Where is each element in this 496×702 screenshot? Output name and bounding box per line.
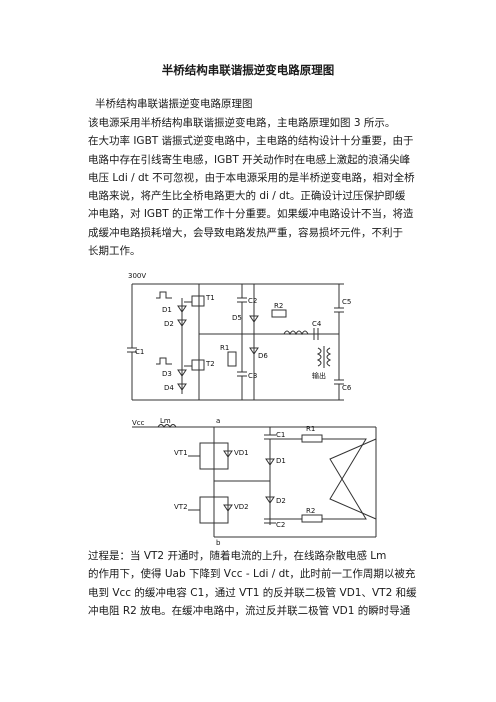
paragraph-line: 长期工作。 xyxy=(88,245,141,258)
figure-label: R1 xyxy=(306,425,315,433)
figure-label: VT1 xyxy=(174,449,188,457)
figure-label: R1 xyxy=(220,344,229,352)
figure-label: b xyxy=(216,539,221,545)
figure-label: 300V xyxy=(128,272,146,280)
figure-label: C6 xyxy=(342,384,352,392)
figure-label: VD2 xyxy=(234,503,249,511)
figure-label: T1 xyxy=(205,294,215,302)
figure-label: D1 xyxy=(162,306,172,314)
paragraph-line: 电压 Ldi / dt 不可忽视，由于本电源采用的是半桥逆变电路，相对全桥 xyxy=(88,171,415,184)
paragraph-line: 电到 Vcc 的缓冲电容 C1，通过 VT1 的反并联二极管 VD1、VT2 和… xyxy=(88,586,417,599)
figure-label: C2 xyxy=(276,521,285,529)
figure-label: C1 xyxy=(276,431,285,439)
figure-label: D3 xyxy=(162,370,172,378)
figure-label: VD1 xyxy=(234,449,249,457)
paragraph-line: 在大功率 IGBT 谐振式逆变电路中，主电路的结构设计十分重要，由于 xyxy=(88,135,414,148)
figure-label: VT2 xyxy=(174,503,188,511)
figure-label: Lm xyxy=(160,417,171,425)
figure-label: R2 xyxy=(306,507,315,515)
figure-label: 输出 xyxy=(312,371,326,380)
figure-label: C4 xyxy=(312,320,322,328)
paragraph-line: 电路中存在引线寄生电感，IGBT 开关动作时在电感上激起的浪涌尖峰 xyxy=(88,153,411,166)
figure-label: D6 xyxy=(258,352,268,360)
figure-label: T2 xyxy=(205,360,215,368)
document-title: 半桥结构串联谐振逆变电路原理图 xyxy=(161,63,335,77)
main-circuit-figure: 300V D1 T1 D2 C1 D3 T2 D4 C2 D5 R2 C4 R1… xyxy=(127,272,352,401)
figure-label: D2 xyxy=(164,320,174,328)
figure-label: C3 xyxy=(248,372,257,380)
figure-label: C2 xyxy=(248,297,257,305)
paragraph-intro: 该电源采用半桥结构串联谐振逆变电路，主电路原理如图 3 所示。 在大功率 IGB… xyxy=(88,114,415,260)
paragraph-line: 电路来说，将产生比全桥电路更大的 di / dt。正确设计过压保护即缓 xyxy=(88,190,406,203)
paragraph-line: 成缓冲电路损耗增大，会导致电路发热严重，容易损坏元件，不利于 xyxy=(88,226,403,239)
snubber-circuit-figure: Vcc Lm a VT1 VD1 C1 D1 R1 VT2 VD2 D2 C2 … xyxy=(132,417,377,545)
paragraph-line: 的作用下，使得 Uab 下降到 Vcc - Ldi / dt，此时前一工作周期以… xyxy=(88,568,416,581)
figure-label: D4 xyxy=(164,384,174,392)
figure-label: a xyxy=(216,417,220,425)
figure-label: D2 xyxy=(276,497,286,505)
figure-label: Vcc xyxy=(132,419,145,427)
figure-label: C5 xyxy=(342,298,351,306)
figure-label: D5 xyxy=(232,314,242,322)
section-subtitle: 半桥结构串联谐振逆变电路原理图 xyxy=(95,98,253,110)
paragraph-line: 冲电阻 R2 放电。在缓冲电路中，流过反并联二极管 VD1 的瞬时导通 xyxy=(88,604,411,617)
figure-label: D1 xyxy=(276,457,286,465)
paragraph-process: 过程是：当 VT2 开通时，随着电流的上升，在线路杂散电感 Lm 的作用下，使得… xyxy=(88,547,417,620)
paragraph-line: 冲电路，对 IGBT 的正常工作十分重要。如果缓冲电路设计不当，将造 xyxy=(88,208,414,221)
paragraph-line: 该电源采用半桥结构串联谐振逆变电路，主电路原理如图 3 所示。 xyxy=(88,117,396,129)
paragraph-line: 过程是：当 VT2 开通时，随着电流的上升，在线路杂散电感 Lm xyxy=(88,550,387,562)
figure-label: C1 xyxy=(135,348,144,356)
figure-label: R2 xyxy=(274,302,283,310)
